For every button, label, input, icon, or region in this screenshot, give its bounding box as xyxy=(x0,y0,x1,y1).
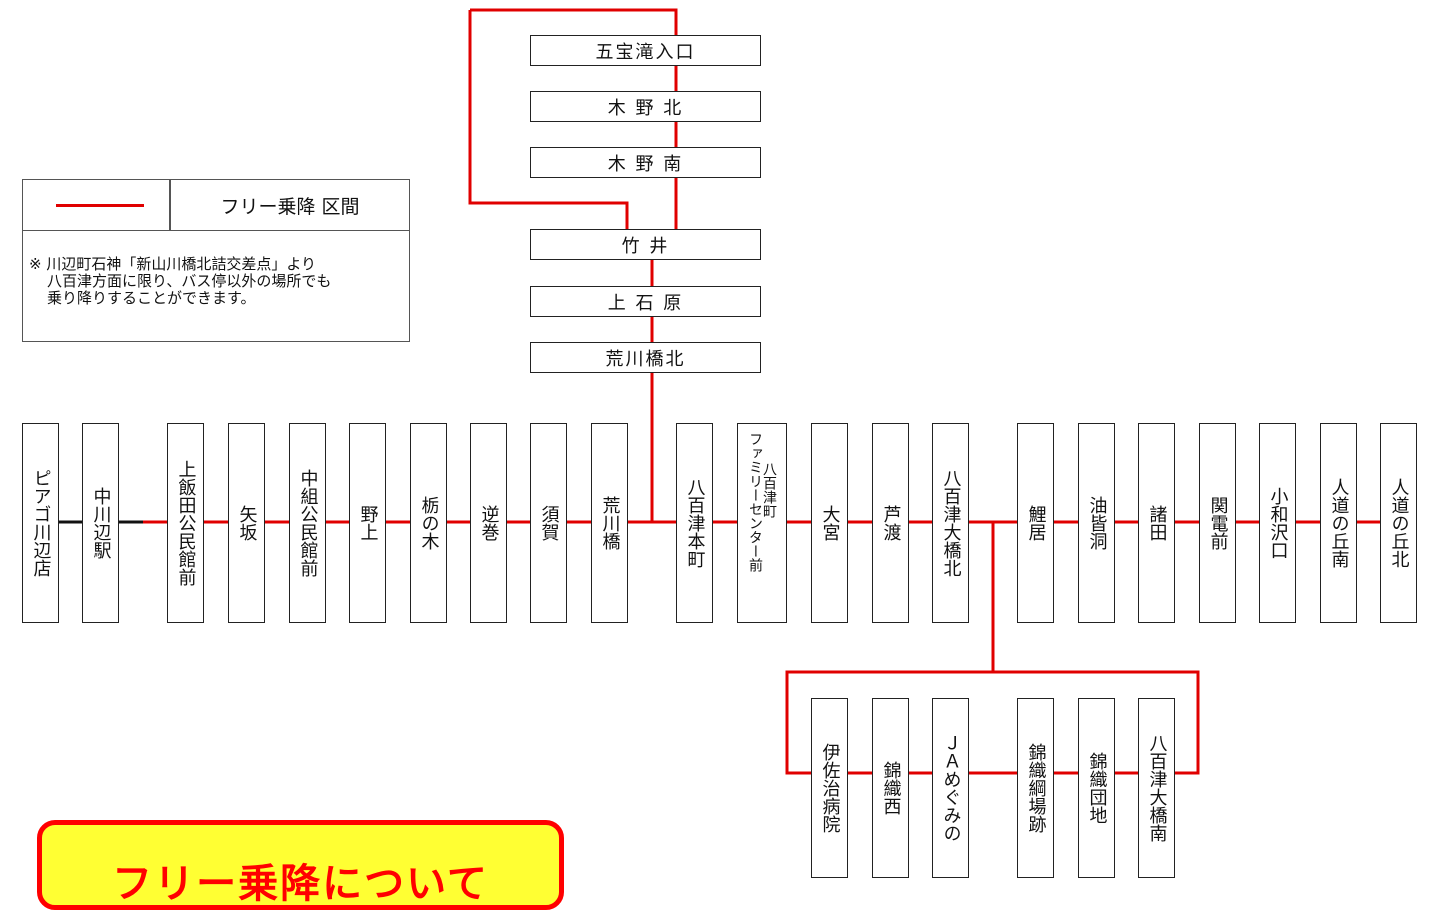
stop-box: 中組公民館前 xyxy=(289,423,326,623)
stop-box: 八百津大橋北 xyxy=(932,423,969,623)
stop-name: 関電前 xyxy=(1207,496,1229,550)
stop-name: 人道の丘北 xyxy=(1388,478,1410,568)
stop-box: 鯉居 xyxy=(1017,423,1054,623)
stop-box: 木 野 北 xyxy=(530,91,761,122)
stop-name: 大宮 xyxy=(819,505,841,541)
stop-box: ファミリーセンター前八百津町 xyxy=(737,423,787,623)
stop-box: 人道の丘北 xyxy=(1380,423,1417,623)
stop-box: 関電前 xyxy=(1199,423,1236,623)
stop-name: ファミリーセンター前 xyxy=(747,432,763,572)
stop-box: 木 野 南 xyxy=(530,147,761,178)
stop-name: ピアゴ川辺店 xyxy=(30,469,52,577)
stop-box: 逆巻 xyxy=(470,423,507,623)
stop-box: 矢坂 xyxy=(228,423,265,623)
stop-name: 矢坂 xyxy=(236,505,258,541)
stop-box: 人道の丘南 xyxy=(1320,423,1357,623)
stop-box: 野上 xyxy=(349,423,386,623)
callout-title: フリー乗降について xyxy=(112,861,489,907)
stop-name: 芦渡 xyxy=(880,505,902,541)
stop-box: 錦織綱場跡 xyxy=(1017,698,1054,878)
stop-box: 上 石 原 xyxy=(530,286,761,317)
stop-name: 油皆洞 xyxy=(1086,496,1108,550)
stop-box: 荒川橋北 xyxy=(530,342,761,373)
stop-name: 人道の丘南 xyxy=(1328,478,1350,568)
stop-name: 逆巻 xyxy=(478,505,500,541)
legend-label: フリー乗降 区間 xyxy=(220,195,360,218)
stop-box: 錦織団地 xyxy=(1078,698,1115,878)
stop-box: 竹 井 xyxy=(530,229,761,260)
stop-box: ピアゴ川辺店 xyxy=(22,423,59,623)
stop-box: 中川辺駅 xyxy=(82,423,119,623)
legend-note-line: ※ 川辺町石神「新山川橋北詰交差点」より xyxy=(29,255,317,273)
free-boarding-callout: フリー乗降について xyxy=(37,820,564,910)
stop-name: 上飯田公民館前 xyxy=(175,460,197,586)
stop-name: 八百津大橋北 xyxy=(940,469,962,577)
stop-name: 中川辺駅 xyxy=(90,487,112,559)
stop-box: 大宮 xyxy=(811,423,848,623)
stop-name: 伊佐治病院 xyxy=(819,743,841,833)
stop-box: 諸田 xyxy=(1138,423,1175,623)
legend-divider xyxy=(169,180,171,230)
stop-box: 荒川橋 xyxy=(591,423,628,623)
stop-box: 八百津本町 xyxy=(676,423,713,623)
stop-name: 諸田 xyxy=(1146,505,1168,541)
stop-name: 中組公民館前 xyxy=(297,469,319,577)
legend-header xyxy=(23,180,409,231)
stop-name: 栃の木 xyxy=(418,496,440,550)
stop-box: 栃の木 xyxy=(410,423,447,623)
legend-note-line: 八百津方面に限り、バス停以外の場所でも xyxy=(47,272,332,290)
stop-box: ＪＡめぐみの xyxy=(932,698,969,878)
stop-box: 芦渡 xyxy=(872,423,909,623)
stop-box: 油皆洞 xyxy=(1078,423,1115,623)
stop-box: 上飯田公民館前 xyxy=(167,423,204,623)
stop-name: 八百津大橋南 xyxy=(1146,734,1168,842)
stop-box: 伊佐治病院 xyxy=(811,698,848,878)
north-loop-line-left xyxy=(468,10,629,230)
south-branch-line xyxy=(785,670,1200,775)
stop-name: 錦織西 xyxy=(880,761,902,815)
stop-box: 八百津大橋南 xyxy=(1138,698,1175,878)
stop-box: 五宝滝入口 xyxy=(530,35,761,66)
stop-name: 錦織綱場跡 xyxy=(1025,743,1047,833)
stop-name: 荒川橋 xyxy=(599,496,621,550)
legend: フリー乗降 区間 ※ 川辺町石神「新山川橋北詰交差点」より 八百津方面に限り、バ… xyxy=(22,179,410,342)
stop-name: 須賀 xyxy=(538,505,560,541)
legend-red-line xyxy=(56,204,144,207)
stop-box: 小和沢口 xyxy=(1259,423,1296,623)
stop-name: 小和沢口 xyxy=(1267,487,1289,559)
stop-name: 八百津本町 xyxy=(684,478,706,568)
stop-name: 錦織団地 xyxy=(1086,752,1108,824)
stop-sub-name: 八百津町 xyxy=(761,462,777,518)
legend-note: ※ 川辺町石神「新山川橋北詰交差点」より 八百津方面に限り、バス停以外の場所でも… xyxy=(29,256,401,307)
stop-name: 鯉居 xyxy=(1025,505,1047,541)
stop-name: ＪＡめぐみの xyxy=(940,734,962,842)
legend-note-line: 乗り降りすることができます。 xyxy=(47,289,256,307)
stop-box: 須賀 xyxy=(530,423,567,623)
stop-box: 錦織西 xyxy=(872,698,909,878)
stop-name: 野上 xyxy=(357,505,379,541)
